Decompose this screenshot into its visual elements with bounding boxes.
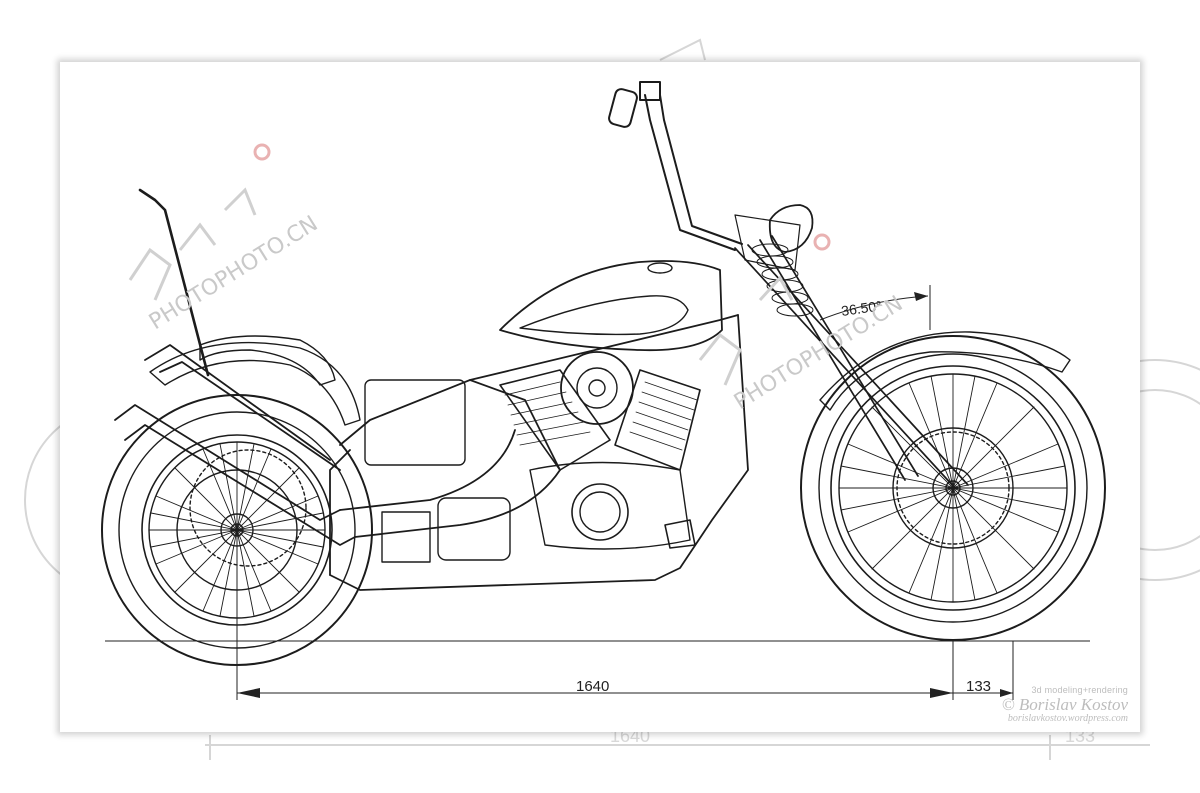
motorcycle-line-drawing: 1640 133 36.50° PHOTOPHOTO.CN PHOTOPHOTO…	[101, 81, 1106, 700]
seat	[199, 335, 336, 386]
motorcycle-illustration	[101, 81, 1106, 666]
transmission-cover	[437, 497, 511, 561]
front-wheel	[800, 335, 1106, 641]
fuel-tank	[499, 260, 723, 352]
frame	[329, 314, 749, 591]
wheelbase-arrow-right	[930, 688, 953, 698]
exhaust-pipes	[114, 344, 561, 546]
footpeg	[664, 519, 696, 549]
author-credit: 3d modeling+rendering © Borislav Kostov …	[1001, 685, 1128, 724]
front-fender	[819, 331, 1071, 411]
credit-line-1: 3d modeling+rendering	[1031, 685, 1128, 696]
trail-arrow	[1000, 689, 1013, 697]
credit-line-3: borislavkostov.wordpress.com	[1007, 712, 1128, 724]
rear-brake-disc	[189, 449, 307, 567]
drawing-sheet: 1640 133 36.50° PHOTOPHOTO.CN PHOTOPHOTO…	[60, 62, 1140, 732]
watermark-text-1: PHOTOPHOTO.CN	[145, 211, 323, 335]
headlight	[768, 204, 814, 253]
wheelbase-label: 1640	[576, 678, 609, 695]
ape-hanger-handlebar	[608, 81, 743, 251]
wheelbase-arrow-left	[237, 688, 260, 698]
watermark-logo-2	[698, 233, 831, 386]
rake-arrow	[914, 292, 928, 301]
oil-tank	[364, 379, 466, 466]
watermark-logo-1	[128, 143, 271, 301]
rear-fender	[149, 341, 361, 426]
front-brake-disc	[896, 431, 1010, 545]
sissy-bar	[138, 188, 210, 377]
trail-label: 133	[966, 678, 991, 695]
v-twin-engine	[499, 351, 701, 550]
dimension-annotations	[105, 285, 1090, 700]
battery-box	[381, 511, 431, 563]
rake-angle-label: 36.50°	[840, 297, 882, 319]
credit-line-2: © Borislav Kostov	[1001, 694, 1128, 714]
